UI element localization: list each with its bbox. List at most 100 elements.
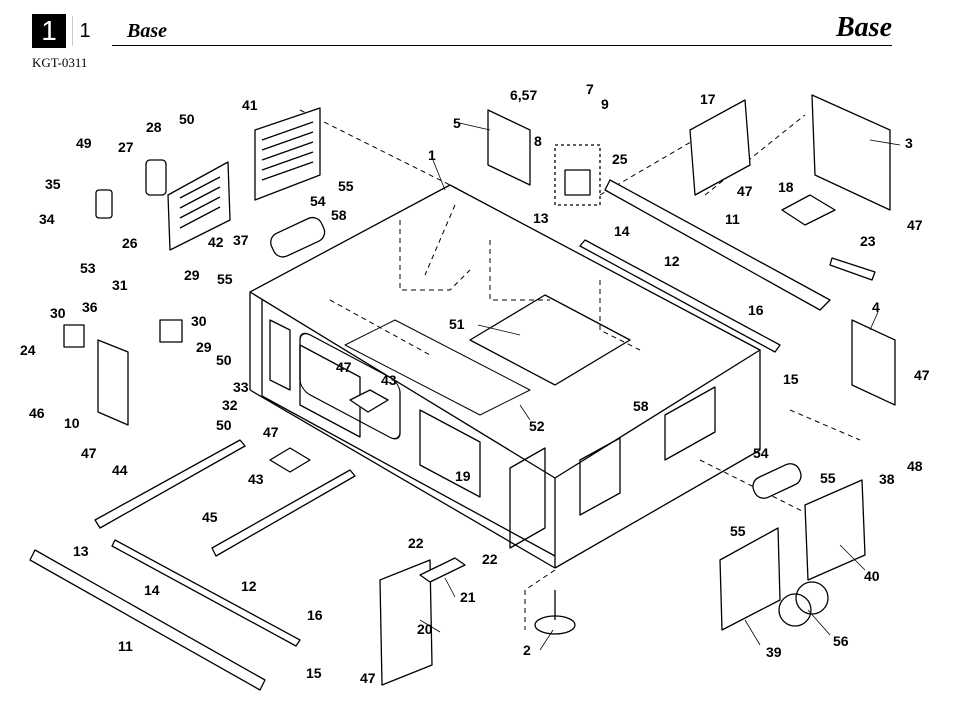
chapter-number: 1 (32, 14, 66, 48)
callout-11: 11 (118, 638, 133, 654)
plate-39 (719, 527, 781, 631)
model-code: KGT-0311 (32, 55, 88, 70)
callout-21: 21 (460, 589, 476, 605)
valve-30-left (63, 324, 85, 348)
motor-54-upper (270, 216, 326, 258)
callout-38: 38 (879, 471, 895, 487)
callout-56: 56 (833, 633, 849, 649)
callout-11: 11 (725, 211, 740, 227)
callout-29: 29 (184, 267, 200, 283)
base-frame (249, 184, 761, 569)
callout-39: 39 (766, 644, 782, 660)
callout-36: 36 (82, 299, 98, 315)
grille-43-b (349, 389, 389, 413)
callout-47: 47 (81, 445, 97, 461)
callout-43: 43 (248, 471, 264, 487)
callout-41: 41 (242, 97, 258, 113)
bracket-10 (97, 339, 129, 426)
callout-18: 18 (778, 179, 794, 195)
rail-12-lower (111, 539, 301, 647)
rail-44 (94, 439, 246, 529)
callout-16: 16 (748, 302, 764, 318)
callout-47: 47 (737, 183, 753, 199)
callout-15: 15 (783, 371, 799, 387)
bracket-23 (829, 257, 876, 281)
callout-15: 15 (306, 665, 322, 681)
callout-47: 47 (263, 424, 279, 440)
callout-54: 54 (753, 445, 769, 461)
callout-47: 47 (914, 367, 930, 383)
callout-2: 2 (523, 642, 531, 658)
callout-13: 13 (73, 543, 89, 559)
page-title-left: Base (127, 20, 167, 42)
callout-31: 31 (112, 277, 128, 293)
callout-13: 13 (533, 210, 549, 226)
callout-49: 49 (76, 135, 92, 151)
plate-20 (379, 559, 433, 686)
callout-40: 40 (864, 568, 880, 584)
cover-40 (804, 479, 866, 581)
plate-17 (689, 99, 751, 196)
relay-25 (564, 169, 591, 196)
callout-42: 42 (208, 234, 224, 250)
callout-37: 37 (233, 232, 249, 248)
callout-9: 9 (601, 96, 609, 112)
plate-3 (811, 94, 891, 211)
callout-30: 30 (191, 313, 207, 329)
callout-20: 20 (417, 621, 433, 637)
callout-50: 50 (216, 417, 232, 433)
callout-47: 47 (360, 670, 376, 686)
callout-8: 8 (534, 133, 542, 149)
callout-47: 47 (336, 359, 352, 375)
callout-25: 25 (612, 151, 628, 167)
callout-55: 55 (338, 178, 354, 194)
callout-26: 26 (122, 235, 138, 251)
callout-14: 14 (144, 582, 160, 598)
callout-16: 16 (307, 607, 323, 623)
callout-53: 53 (80, 260, 96, 276)
plate-5 (487, 109, 531, 186)
rail-11-upper (604, 179, 831, 311)
callout-44: 44 (112, 462, 128, 478)
fan-56-a (778, 593, 812, 627)
louver-panel-small (167, 161, 231, 251)
callout-50: 50 (179, 111, 195, 127)
page-title-right: Base (836, 12, 892, 43)
bracket-21 (419, 557, 466, 583)
callout-12: 12 (664, 253, 680, 269)
filter-28 (145, 159, 167, 196)
callout-29: 29 (196, 339, 212, 355)
callout-43: 43 (381, 372, 397, 388)
callout-22: 22 (482, 551, 498, 567)
callout-6-57: 6,57 (510, 87, 537, 103)
section-number: 1 (72, 16, 97, 46)
callout-33: 33 (233, 379, 249, 395)
callout-4: 4 (872, 299, 880, 315)
callout-34: 34 (39, 211, 55, 227)
plate-4 (851, 319, 896, 406)
callout-46: 46 (29, 405, 45, 421)
hidden-lines (299, 109, 861, 630)
rail-11-lower (29, 549, 266, 691)
callout-10: 10 (64, 415, 80, 431)
callout-3: 3 (905, 135, 913, 151)
callout-14: 14 (614, 223, 630, 239)
callout-55: 55 (820, 470, 836, 486)
callout-12: 12 (241, 578, 257, 594)
callout-52: 52 (529, 418, 545, 434)
plate-18 (781, 194, 836, 226)
callout-28: 28 (146, 119, 162, 135)
callout-55: 55 (217, 271, 233, 287)
callout-24: 24 (20, 342, 36, 358)
motor-54-lower (752, 463, 802, 499)
assembly-25-box (554, 144, 601, 206)
leader-lines (419, 121, 901, 651)
rail-45 (211, 469, 356, 557)
callout-58: 58 (331, 207, 347, 223)
callout-32: 32 (222, 397, 238, 413)
callout-23: 23 (860, 233, 876, 249)
callout-48: 48 (907, 458, 923, 474)
fan-56-b (795, 581, 829, 615)
grille-43-a (269, 447, 311, 473)
